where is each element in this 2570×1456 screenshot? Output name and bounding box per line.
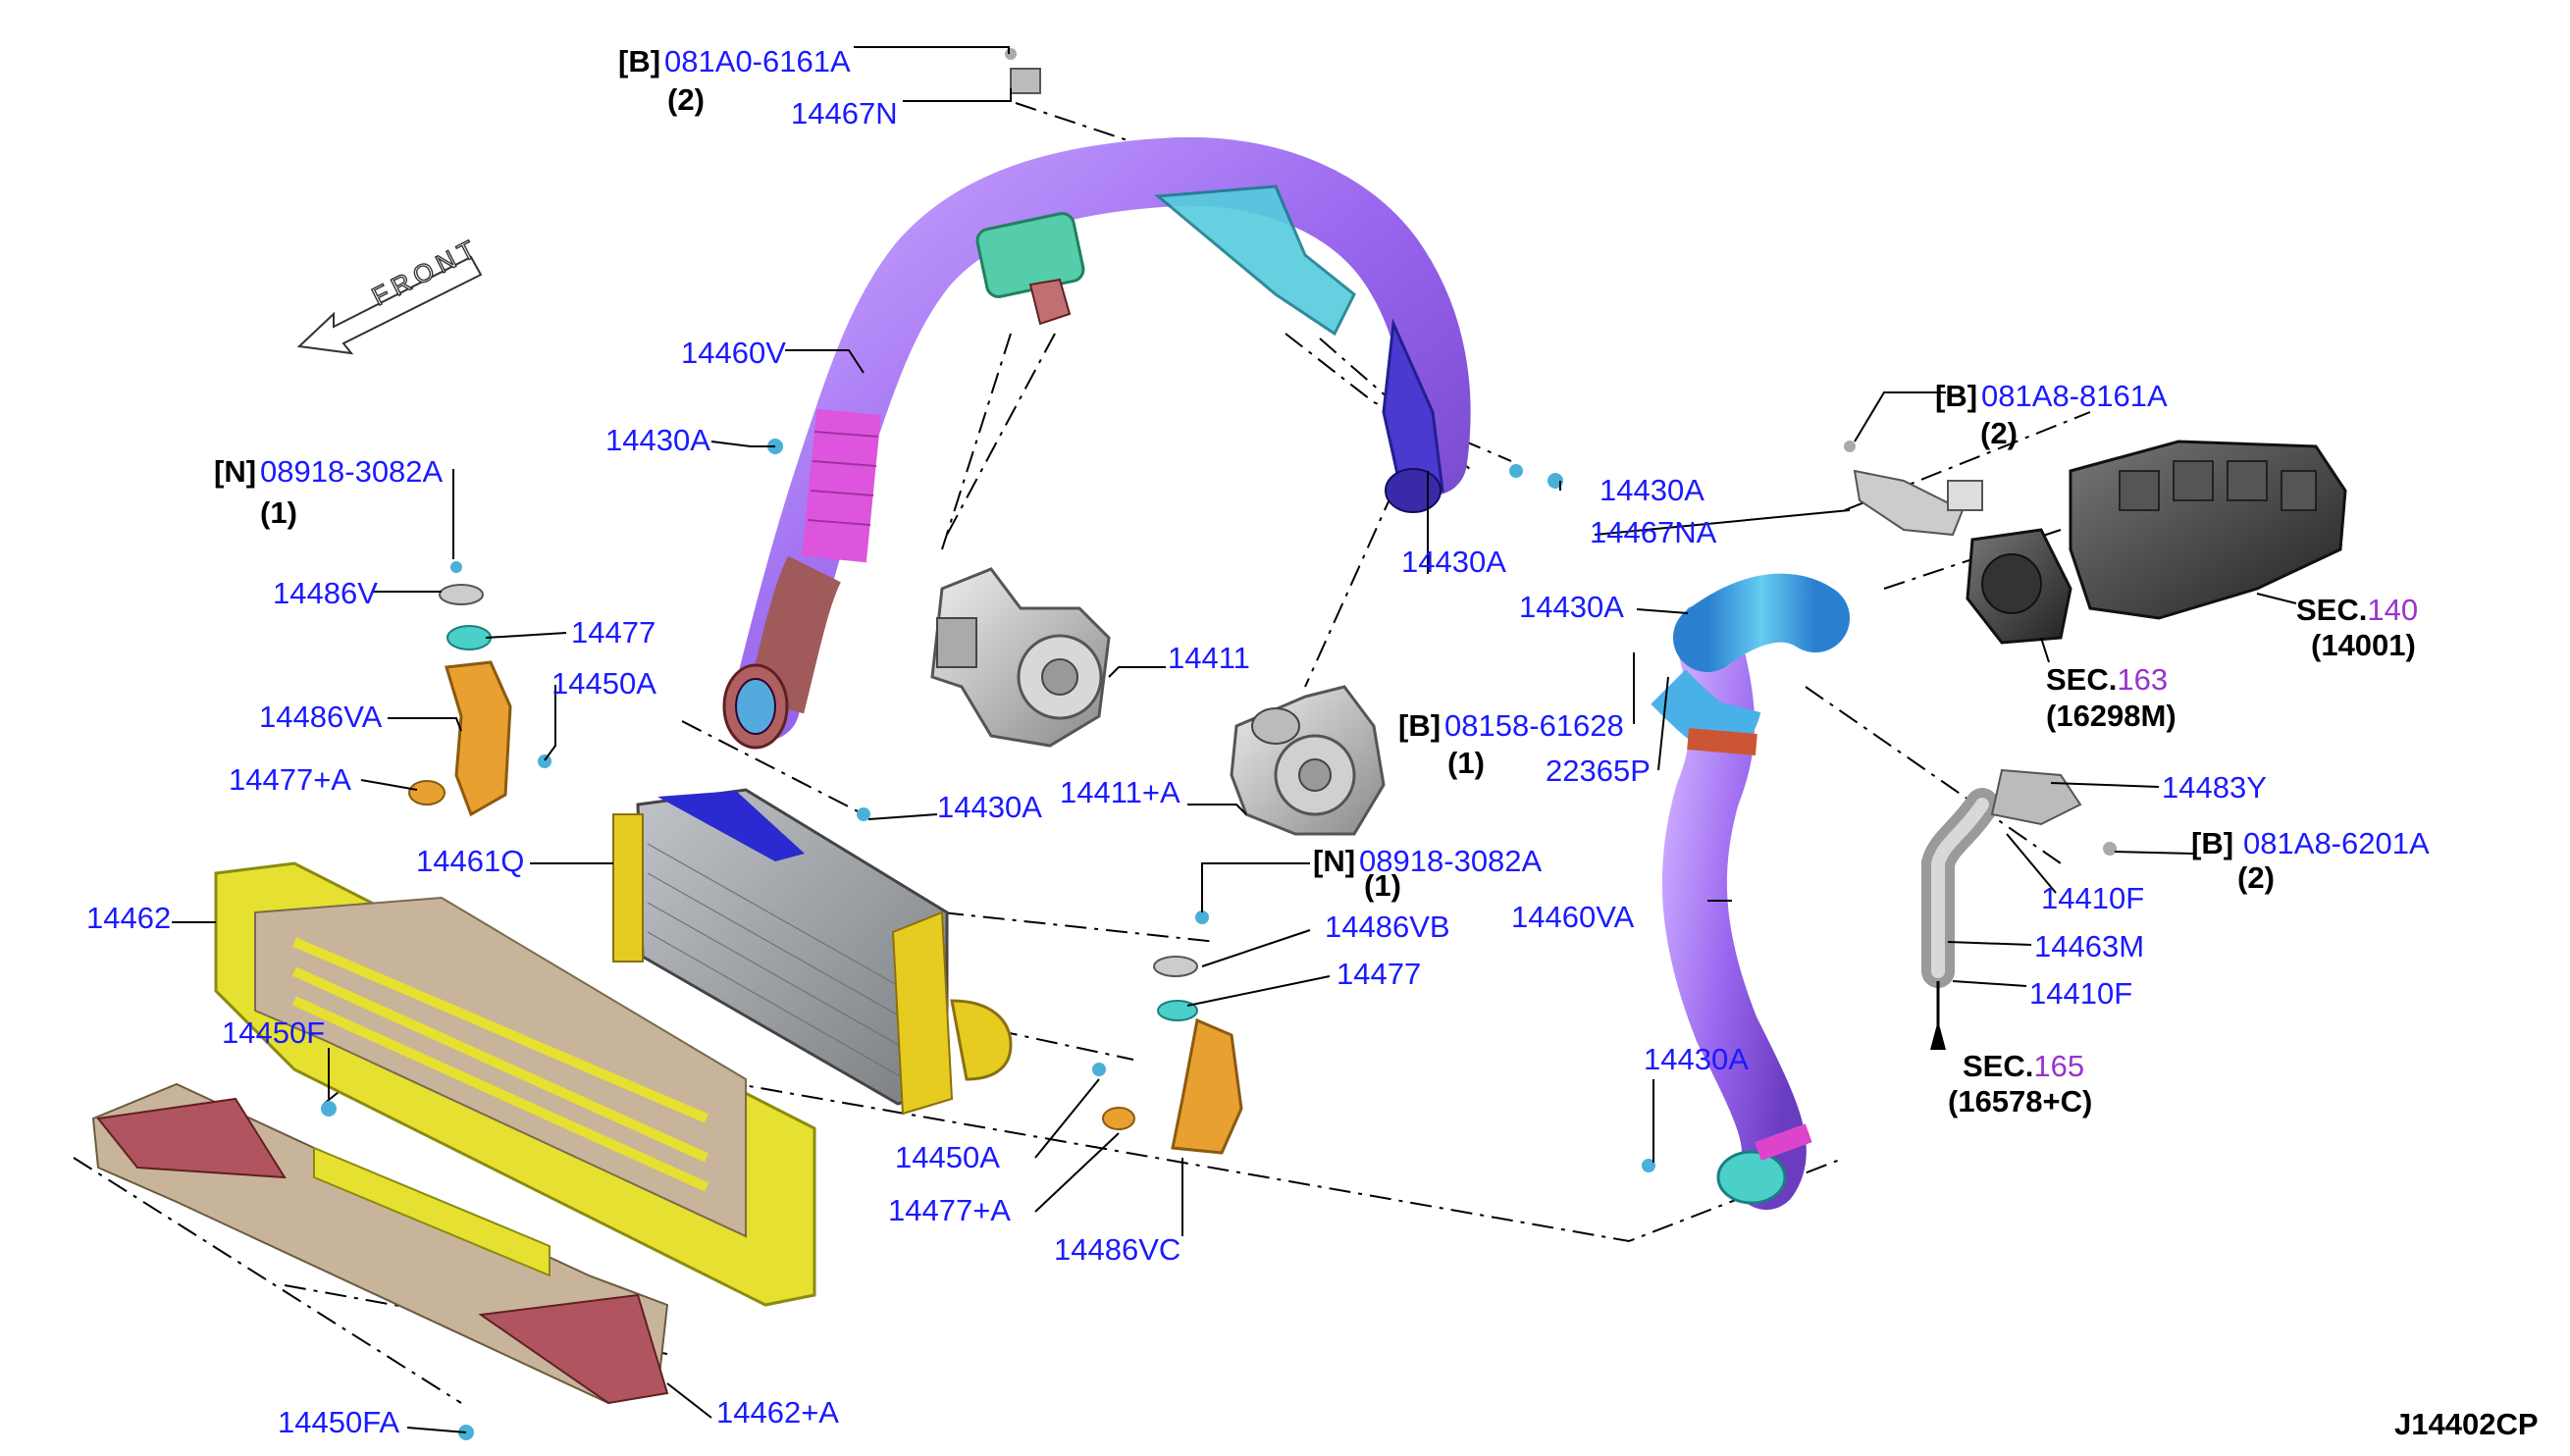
leader-lines: [172, 46, 2297, 1433]
label-081a8-6201a[interactable]: [B]081A8-6201A: [2191, 826, 2430, 860]
air-guide-frame[interactable]: [214, 861, 816, 1307]
lower-air-guide[interactable]: [91, 1082, 669, 1405]
label-14411[interactable]: 14411: [1168, 641, 1250, 675]
label-14461q[interactable]: 14461Q: [416, 844, 524, 878]
qty-081a8-8161a: (2): [1980, 416, 2018, 450]
label-14450fa[interactable]: 14450FA: [278, 1405, 399, 1439]
qty-08918-3082a-left: (1): [260, 495, 297, 530]
label-14486va[interactable]: 14486VA: [259, 700, 383, 734]
label-081a8-8161a[interactable]: [B]081A8-8161A: [1935, 379, 2168, 413]
label-08918-3082a-left[interactable]: [N]08918-3082A: [214, 454, 444, 489]
fasteners: [321, 48, 2117, 1440]
label-081a0-6161a[interactable]: [B]081A0-6161A: [618, 44, 851, 78]
label-14450f[interactable]: 14450F: [222, 1015, 325, 1050]
label-14430a-6[interactable]: 14430A: [1644, 1042, 1749, 1076]
label-14430a-4[interactable]: 14430A: [1401, 545, 1506, 579]
label-14463m[interactable]: 14463M: [2034, 929, 2144, 963]
drawing-code: J14402CP: [2394, 1407, 2539, 1441]
label-14467n[interactable]: 14467N: [791, 96, 898, 130]
intake-manifold[interactable]: [2069, 440, 2347, 620]
section-165[interactable]: SEC.165: [1963, 1049, 2084, 1083]
label-14411a[interactable]: 14411+A: [1060, 775, 1180, 809]
qty-081a0-6161a: (2): [667, 82, 705, 117]
label-14460v[interactable]: 14460V: [681, 336, 786, 370]
label-14450a-2[interactable]: 14450A: [895, 1140, 1000, 1174]
label-14410f-2[interactable]: 14410F: [2029, 976, 2132, 1011]
section-165-ref: (16578+C): [1948, 1084, 2092, 1118]
front-arrow-icon: FRONT: [296, 232, 486, 355]
section-140-ref: (14001): [2311, 628, 2416, 662]
label-22365p[interactable]: 22365P: [1546, 754, 1651, 788]
label-14477-2[interactable]: 14477: [1337, 957, 1421, 991]
label-14483y[interactable]: 14483Y: [2162, 770, 2267, 805]
label-08918-3082a-mid[interactable]: [N]08918-3082A: [1313, 844, 1543, 878]
label-14450a-1[interactable]: 14450A: [551, 666, 656, 701]
label-14467na[interactable]: 14467NA: [1590, 515, 1717, 549]
sensor-bracket-14467na[interactable]: [1853, 469, 1983, 537]
qty-081a8-6201a: (2): [2237, 860, 2275, 895]
upper-intake-duct[interactable]: [722, 136, 1471, 750]
bracket-14486va[interactable]: [445, 660, 512, 817]
section-163[interactable]: SEC.163: [2046, 662, 2168, 697]
turbocharger-14411[interactable]: [930, 567, 1111, 748]
label-14462[interactable]: 14462: [86, 901, 171, 935]
qty-08918-3082a-mid: (1): [1364, 868, 1401, 903]
label-14477a-1[interactable]: 14477+A: [229, 762, 351, 797]
label-14430a-3[interactable]: 14430A: [1600, 473, 1705, 507]
label-14430a-2[interactable]: 14430A: [937, 790, 1042, 824]
section-163-ref: (16298M): [2046, 699, 2177, 733]
label-14486v[interactable]: 14486V: [273, 576, 378, 610]
label-14460va[interactable]: 14460VA: [1511, 900, 1635, 934]
label-14410f-1[interactable]: 14410F: [2041, 881, 2144, 915]
label-14430a-5[interactable]: 14430A: [1519, 590, 1624, 624]
label-08158-61628[interactable]: [B]08158-61628: [1398, 708, 1624, 743]
label-14486vc[interactable]: 14486VC: [1054, 1232, 1180, 1267]
section-140[interactable]: SEC.140: [2296, 593, 2418, 627]
intercooler-core[interactable]: [612, 788, 1013, 1116]
lower-intake-duct[interactable]: [1651, 573, 1850, 1210]
bracket-14486vc[interactable]: [1171, 1017, 1243, 1155]
label-14462a[interactable]: 14462+A: [716, 1395, 839, 1430]
label-14430a-1[interactable]: 14430A: [605, 423, 710, 457]
throttle-body[interactable]: [1966, 528, 2072, 645]
qty-08158-61628: (1): [1447, 746, 1485, 780]
label-14486vb[interactable]: 14486VB: [1325, 910, 1450, 944]
label-14477a-2[interactable]: 14477+A: [888, 1193, 1011, 1227]
turbocharger-14411-a[interactable]: [1230, 685, 1386, 836]
label-14477-1[interactable]: 14477: [571, 615, 656, 650]
